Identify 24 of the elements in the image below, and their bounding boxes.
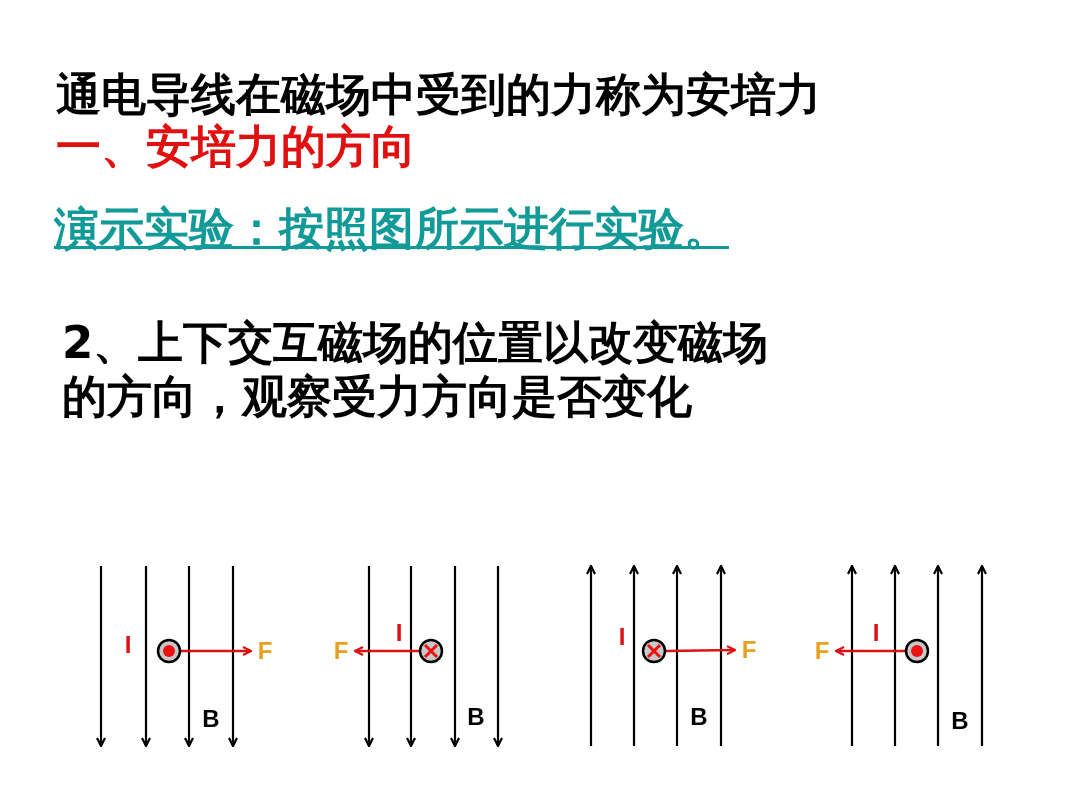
- force-label: F: [327, 638, 355, 664]
- force-arrow: [666, 645, 737, 656]
- field-label: B: [689, 704, 709, 730]
- force-label: F: [735, 637, 763, 663]
- wire-symbol: [418, 638, 444, 664]
- current-label: I: [394, 620, 404, 646]
- instruction-text: 2、上下交互磁场的位置以改变磁场的方向，观察受力方向是否变化: [62, 316, 770, 424]
- section-heading: 一、安培力的方向: [56, 120, 416, 174]
- force-label: F: [251, 638, 279, 664]
- force-label: F: [808, 638, 836, 664]
- wire-symbol: [904, 638, 930, 664]
- current-label: I: [123, 632, 133, 658]
- field-label: B: [201, 706, 221, 732]
- wire-symbol: [641, 638, 667, 664]
- force-arrow: [181, 645, 253, 657]
- field-label: B: [466, 704, 486, 730]
- title: 通电导线在磁场中受到的力称为安培力: [56, 68, 821, 122]
- wire-symbol: [156, 638, 182, 664]
- field-label: B: [950, 708, 970, 734]
- force-arrow: [353, 645, 419, 657]
- force-arrow: [834, 645, 905, 657]
- current-label: I: [617, 624, 627, 650]
- experiment-heading: 演示实验：按照图所示进行实验。: [54, 202, 730, 256]
- current-label: I: [871, 620, 881, 646]
